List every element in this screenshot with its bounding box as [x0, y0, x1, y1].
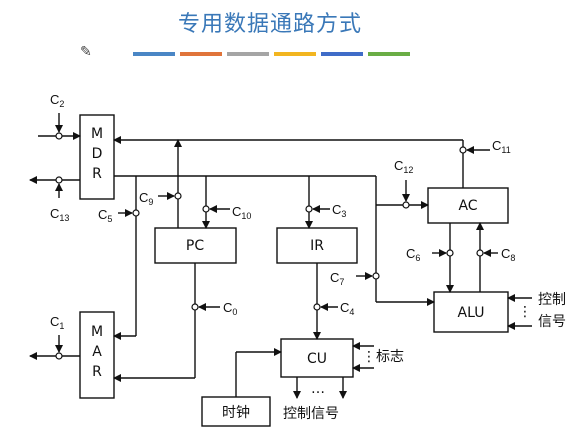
- signal-c13: C13: [50, 206, 69, 223]
- signal-c0: C0: [223, 300, 237, 317]
- cu-control-label: 控制信号: [283, 406, 339, 422]
- signal-c12: C12: [394, 158, 413, 175]
- alu-control-label-2: 信号: [538, 314, 566, 330]
- mdr-label-m: M: [91, 126, 103, 142]
- gate-c9: [174, 192, 182, 200]
- signal-c3: C3: [332, 202, 346, 219]
- signal-c8: C8: [501, 246, 515, 263]
- signal-c1: C1: [50, 314, 64, 331]
- gate-c13: [55, 176, 63, 184]
- signal-c7: C7: [330, 270, 344, 287]
- alu-block: [433, 291, 509, 333]
- accent-bar-4: [274, 52, 316, 56]
- gate-c7: [372, 272, 380, 280]
- gate-c4: [313, 303, 321, 311]
- signal-c5: C5: [98, 207, 112, 224]
- mdr-label-d: D: [92, 146, 103, 162]
- alu-control-label-1: 控制: [538, 292, 566, 308]
- accent-bar-2: [180, 52, 222, 56]
- gate-c12: [402, 201, 410, 209]
- ir-label: IR: [310, 238, 324, 254]
- gate-c8: [476, 249, 484, 257]
- gate-c11: [459, 146, 467, 154]
- gate-c10: [202, 205, 210, 213]
- flags-label: 标志: [376, 349, 404, 365]
- gate-c3: [305, 205, 313, 213]
- signal-c6: C6: [406, 246, 420, 263]
- alu-control-vdots: ⋮: [518, 304, 532, 320]
- accent-bar-6: [368, 52, 410, 56]
- gate-c5: [132, 209, 140, 217]
- mar-block: [79, 311, 115, 399]
- page-title: 专用数据通路方式: [177, 12, 362, 37]
- gate-c6: [446, 249, 454, 257]
- signal-c2: C2: [50, 92, 64, 109]
- gate-c2: [55, 132, 63, 140]
- gate-c0: [191, 303, 199, 311]
- ac-label: AC: [458, 198, 477, 214]
- pencil-icon: ✎: [80, 44, 92, 60]
- cu-label: CU: [307, 351, 327, 367]
- gate-c1: [55, 352, 63, 360]
- accent-bar-5: [321, 52, 363, 56]
- cu-control-ellipsis: …: [311, 381, 325, 397]
- mar-label-a: A: [92, 344, 102, 360]
- accent-bar-3: [227, 52, 269, 56]
- signal-c9: C9: [139, 190, 153, 207]
- alu-label: ALU: [458, 305, 485, 321]
- mdr-block: [79, 114, 115, 200]
- signal-c11: C11: [492, 138, 511, 155]
- clock-label: 时钟: [222, 404, 250, 421]
- mdr-label-r: R: [92, 166, 102, 182]
- signal-c10: C10: [232, 204, 251, 221]
- flags-vdots: ⋮: [362, 349, 376, 365]
- mar-label-r: R: [92, 364, 102, 380]
- mar-label-m: M: [91, 324, 103, 340]
- accent-bar-1: [133, 52, 175, 56]
- pc-label: PC: [186, 238, 204, 254]
- signal-c4: C4: [340, 300, 354, 317]
